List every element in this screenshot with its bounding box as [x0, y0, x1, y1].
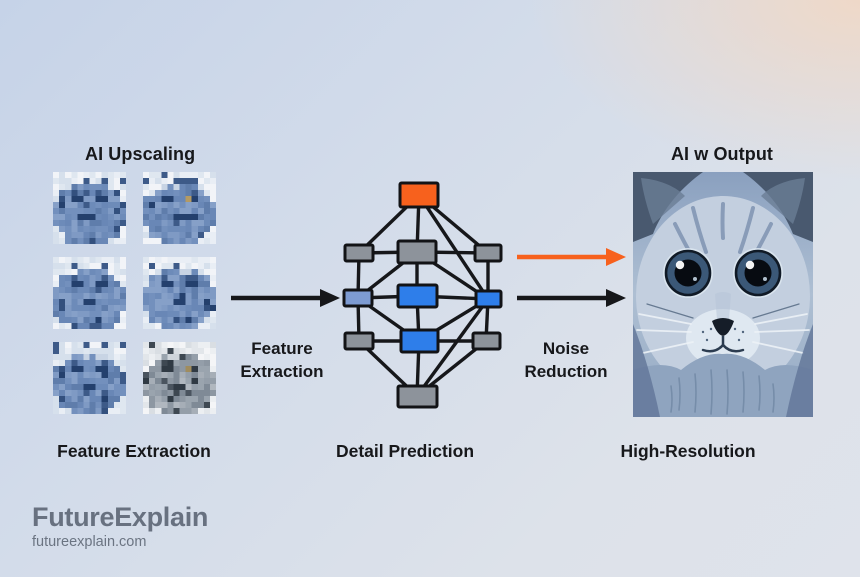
brand-domain: futureexplain.com — [32, 534, 147, 550]
network-node-blue — [474, 289, 503, 309]
pixelated-cat-thumbnail — [53, 257, 126, 329]
network-node-gray — [473, 243, 503, 263]
cat-eyes — [663, 248, 783, 298]
pixelated-cat-thumbnail — [143, 257, 216, 329]
noise-reduction-label-line2: Reduction — [524, 362, 608, 381]
network-node-light-blue — [342, 288, 374, 308]
pixelated-cat-thumbnail — [143, 172, 216, 244]
noise-reduction-label-line1: Noise — [542, 339, 590, 358]
neural-network-diagram — [342, 181, 503, 409]
upscale-arrow-orange-icon — [517, 248, 626, 266]
network-node-gray — [343, 243, 375, 263]
high-resolution-cat-photo — [633, 172, 813, 417]
feature-extraction-arrow-icon — [231, 289, 340, 307]
network-node-input-orange — [398, 181, 440, 209]
pixelated-cat-thumbnail — [53, 342, 126, 414]
network-node-gray — [343, 331, 375, 351]
pixelated-cat-thumbnail — [53, 172, 126, 244]
feature-extraction-label-line1: Feature — [251, 339, 313, 358]
noise-reduction-label: Noise Reduction — [496, 337, 636, 383]
right-title: AI w Output — [670, 144, 774, 164]
feature-extraction-label: Feature Extraction — [212, 337, 352, 383]
footer-branding: FutureExplain futureexplain.com — [32, 502, 208, 550]
network-node-gray — [471, 331, 502, 351]
right-caption: High-Resolution — [620, 441, 756, 461]
middle-caption: Detail Prediction — [335, 441, 475, 461]
feature-extraction-label-line2: Extraction — [240, 362, 324, 381]
network-node-gray — [396, 239, 438, 265]
brand-name: FutureExplain — [32, 502, 209, 532]
noise-reduction-arrow-icon — [517, 289, 626, 307]
network-node-output-gray — [396, 384, 439, 409]
network-node-blue — [396, 283, 439, 309]
pixelated-cat-thumbnail — [143, 342, 216, 414]
network-node-blue — [399, 328, 440, 354]
left-title: AI Upscaling — [85, 144, 196, 164]
left-caption: Feature Extraction — [57, 441, 211, 461]
pixelated-thumbnails-grid — [53, 172, 216, 414]
